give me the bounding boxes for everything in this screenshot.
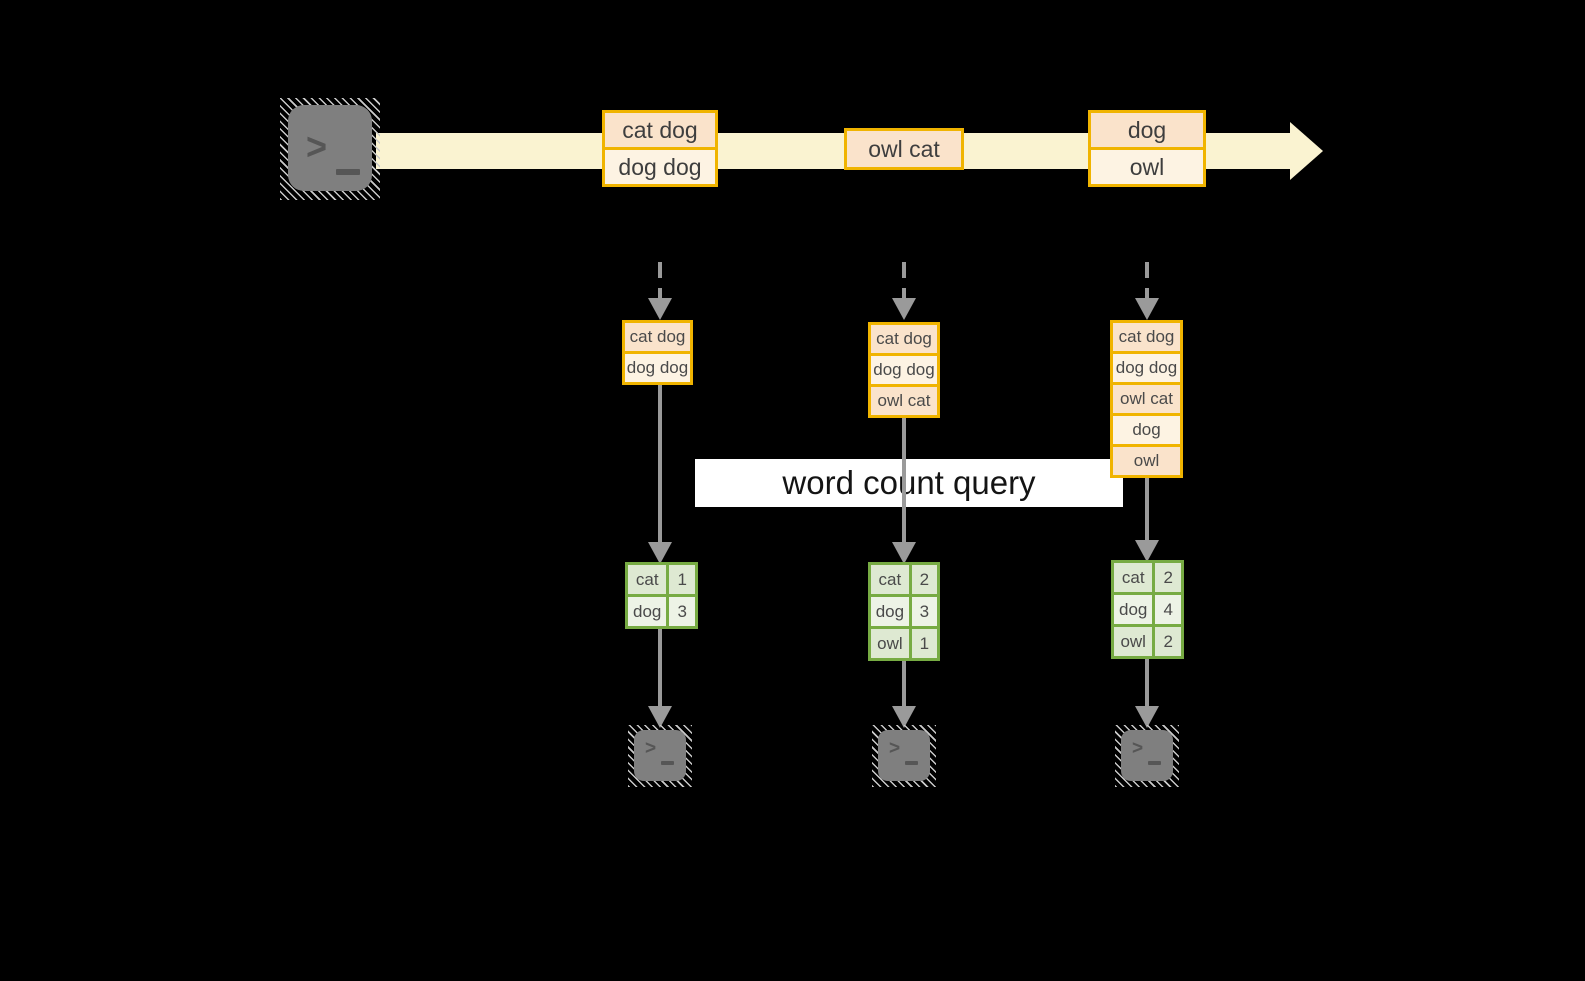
count-cell: 3 [911, 597, 937, 626]
arrow-line [658, 385, 662, 542]
batch-row: dog [1113, 416, 1180, 444]
stream-arrowhead-icon [1290, 122, 1323, 180]
terminal-body: > [288, 105, 372, 191]
count-cell: 1 [669, 565, 695, 594]
word-cell: owl [871, 629, 909, 658]
batch-box: cat dog dog dog [622, 320, 693, 385]
terminal-cursor-icon [905, 761, 918, 765]
arrow-line [1145, 262, 1149, 298]
arrow-line [902, 661, 906, 706]
batch-row: cat dog [1113, 323, 1180, 351]
sink-terminal-icon: > [1115, 725, 1179, 787]
batch-row: owl cat [871, 387, 937, 415]
stream-event-line: owl cat [847, 131, 961, 167]
arrow-line [1145, 659, 1149, 706]
batch-box: cat dog dog dog owl cat [868, 322, 940, 418]
stream-event-box: owl cat [844, 128, 964, 170]
batch-row: cat dog [625, 323, 690, 351]
terminal-body: > [634, 730, 686, 781]
arrow-head [892, 542, 916, 564]
count-table: cat 2 dog 3 owl 1 [868, 562, 940, 661]
stream-event-box: cat dog dog dog [602, 110, 718, 187]
batch-row: owl cat [1113, 385, 1180, 413]
terminal-body: > [878, 730, 930, 781]
arrow-head [892, 298, 916, 320]
stream-event-line: dog dog [605, 150, 715, 184]
word-cell: dog [871, 597, 909, 626]
batch-row: owl [1113, 447, 1180, 475]
count-row: dog 4 [1114, 595, 1181, 624]
word-cell: cat [871, 565, 909, 594]
arrow-head [648, 706, 672, 728]
batch-row: cat dog [871, 325, 937, 353]
arrow-line [658, 262, 662, 298]
word-cell: cat [628, 565, 667, 594]
stream-event-box: dog owl [1088, 110, 1206, 187]
stream-event-line: dog [1091, 113, 1203, 147]
count-row: dog 3 [871, 597, 937, 626]
count-row: dog 3 [628, 597, 695, 626]
count-row: cat 1 [628, 565, 695, 594]
stream-event-line: cat dog [605, 113, 715, 147]
stream-event-line: owl [1091, 150, 1203, 184]
count-row: cat 2 [871, 565, 937, 594]
count-cell: 2 [1155, 627, 1181, 656]
terminal-cursor-icon [336, 169, 360, 175]
terminal-prompt-icon: > [1132, 738, 1144, 759]
terminal-cursor-icon [1148, 761, 1161, 765]
count-cell: 2 [911, 565, 937, 594]
count-cell: 1 [911, 629, 937, 658]
count-table: cat 1 dog 3 [625, 562, 698, 629]
sink-terminal-icon: > [628, 725, 692, 787]
terminal-prompt-icon: > [645, 738, 657, 759]
count-table: cat 2 dog 4 owl 2 [1111, 560, 1184, 659]
arrow-line [902, 262, 906, 298]
batch-row: dog dog [1113, 354, 1180, 382]
batch-row: dog dog [625, 354, 690, 382]
arrow-head [1135, 298, 1159, 320]
count-row: owl 2 [1114, 627, 1181, 656]
count-row: owl 1 [871, 629, 937, 658]
word-cell: owl [1114, 627, 1153, 656]
arrow-head [648, 298, 672, 320]
arrow-line [902, 418, 906, 542]
count-cell: 3 [669, 597, 695, 626]
batch-row: dog dog [871, 356, 937, 384]
arrow-head [648, 542, 672, 564]
terminal-prompt-icon: > [306, 124, 328, 168]
arrow-line [658, 629, 662, 706]
source-terminal-icon: > [280, 98, 380, 200]
terminal-body: > [1121, 730, 1173, 781]
batch-box: cat dog dog dog owl cat dog owl [1110, 320, 1183, 478]
query-label: word count query [695, 459, 1123, 507]
arrow-head [1135, 706, 1159, 728]
word-cell: dog [1114, 595, 1153, 624]
word-cell: dog [628, 597, 667, 626]
terminal-cursor-icon [661, 761, 674, 765]
word-cell: cat [1114, 563, 1153, 592]
sink-terminal-icon: > [872, 725, 936, 787]
terminal-prompt-icon: > [889, 738, 901, 759]
arrow-head [892, 706, 916, 728]
count-cell: 4 [1155, 595, 1181, 624]
count-cell: 2 [1155, 563, 1181, 592]
arrow-line [1145, 478, 1149, 540]
arrow-head [1135, 540, 1159, 562]
count-row: cat 2 [1114, 563, 1181, 592]
